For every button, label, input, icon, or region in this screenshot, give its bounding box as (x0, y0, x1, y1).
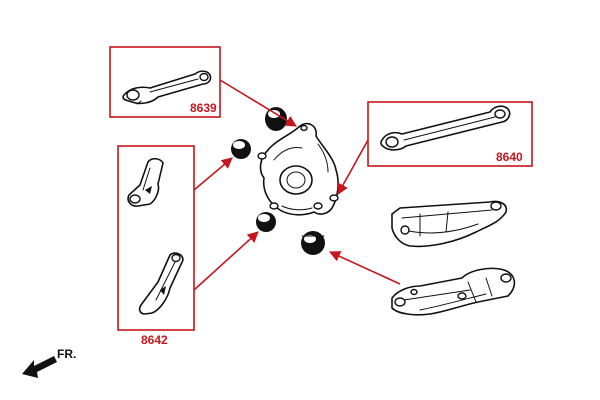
callout-box-8640 (367, 101, 533, 167)
upper-arm-8639-drawing (122, 70, 212, 105)
bushing-left-lower (256, 212, 276, 232)
lower-arm-assembly-drawing (391, 267, 516, 316)
front-direction: FR. (22, 347, 76, 378)
arrow-8639-to-knuckle (219, 79, 297, 127)
bushing-center (301, 231, 325, 255)
arrow-lower-arm-to-bushing (328, 251, 401, 285)
arrow-left-down-icon (22, 356, 57, 378)
lateral-link-8640-drawing (380, 105, 511, 151)
bushing-top (265, 107, 287, 131)
upper-arm-assembly-drawing (391, 200, 508, 248)
callout-box-8639 (109, 46, 221, 118)
trailing-arm-upper-8642-drawing (127, 157, 164, 207)
arrow-8642-upper-to-bushing (193, 157, 233, 191)
front-label: FR. (57, 347, 76, 361)
callout-8642: 8642 (117, 145, 195, 347)
pointer-arrows (193, 79, 401, 291)
bushing-left-upper (231, 139, 251, 159)
knuckle-drawing (257, 122, 339, 216)
arrow-8640-to-knuckle (337, 139, 369, 195)
trailing-arm-lower-8642-drawing (138, 252, 184, 315)
callout-8639: 8639 (109, 46, 221, 118)
part-number-8640: 8640 (496, 150, 523, 164)
part-number-8642: 8642 (141, 333, 168, 347)
callout-8640: 8640 (367, 101, 533, 167)
arrow-8642-lower-to-bushing (193, 231, 259, 291)
part-number-8639: 8639 (190, 101, 217, 115)
callout-box-8642 (117, 145, 195, 331)
